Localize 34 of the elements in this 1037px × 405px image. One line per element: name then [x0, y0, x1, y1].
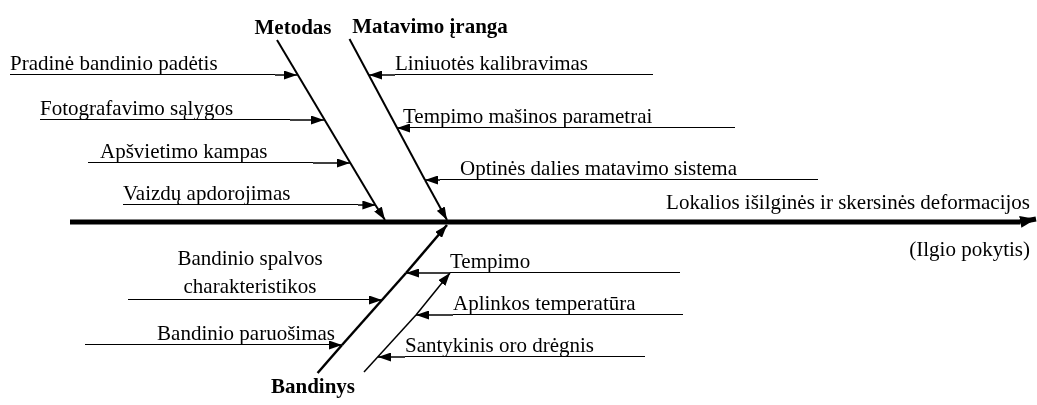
arrow — [396, 123, 410, 133]
arrow — [405, 224, 448, 274]
arrow — [415, 310, 454, 320]
cause-label: Apšvietimo kampas — [88, 139, 313, 163]
arrow — [289, 115, 325, 125]
arrow — [377, 352, 406, 362]
arrow — [357, 200, 377, 210]
cause-label: Fotografavimo sąlygos — [40, 96, 290, 120]
arrow — [274, 70, 298, 80]
arrow — [329, 340, 343, 350]
arrow — [415, 272, 451, 316]
cause-label: Santykinis oro drėgnis — [405, 333, 645, 357]
arrow — [312, 158, 351, 168]
category-label: Metodas — [253, 14, 333, 40]
arrow — [368, 70, 396, 80]
cause-label: Tempimo — [450, 249, 680, 273]
arrow — [1019, 216, 1037, 228]
arrow — [405, 268, 451, 278]
cause-label: Liniuotės kalibravimas — [395, 51, 653, 75]
arrow — [424, 175, 441, 185]
cause-label: Optinės dalies matavimo sistema — [440, 156, 818, 180]
arrow — [374, 204, 386, 221]
category-label: Bandinys — [268, 373, 358, 399]
arrow — [369, 295, 383, 305]
cause-label: Vaizdų apdorojimas — [123, 181, 358, 205]
cause-label: Bandinio spalvos charakteristikos — [128, 244, 372, 300]
cause-label: Pradinė bandinio padėtis — [10, 51, 275, 75]
cause-label: Tempimo mašinos parametrai — [400, 104, 735, 128]
category-label: Matavimo įranga — [351, 13, 509, 39]
arrow — [424, 179, 448, 221]
note-label: (Ilgio pokytis) — [909, 237, 1030, 261]
cause-label: Aplinkos temperatūra — [453, 291, 683, 315]
effect-label: Lokalios išilginės ir skersinės deformacijos — [560, 190, 1036, 219]
cause-label: Bandinio paruošimas — [85, 321, 335, 345]
